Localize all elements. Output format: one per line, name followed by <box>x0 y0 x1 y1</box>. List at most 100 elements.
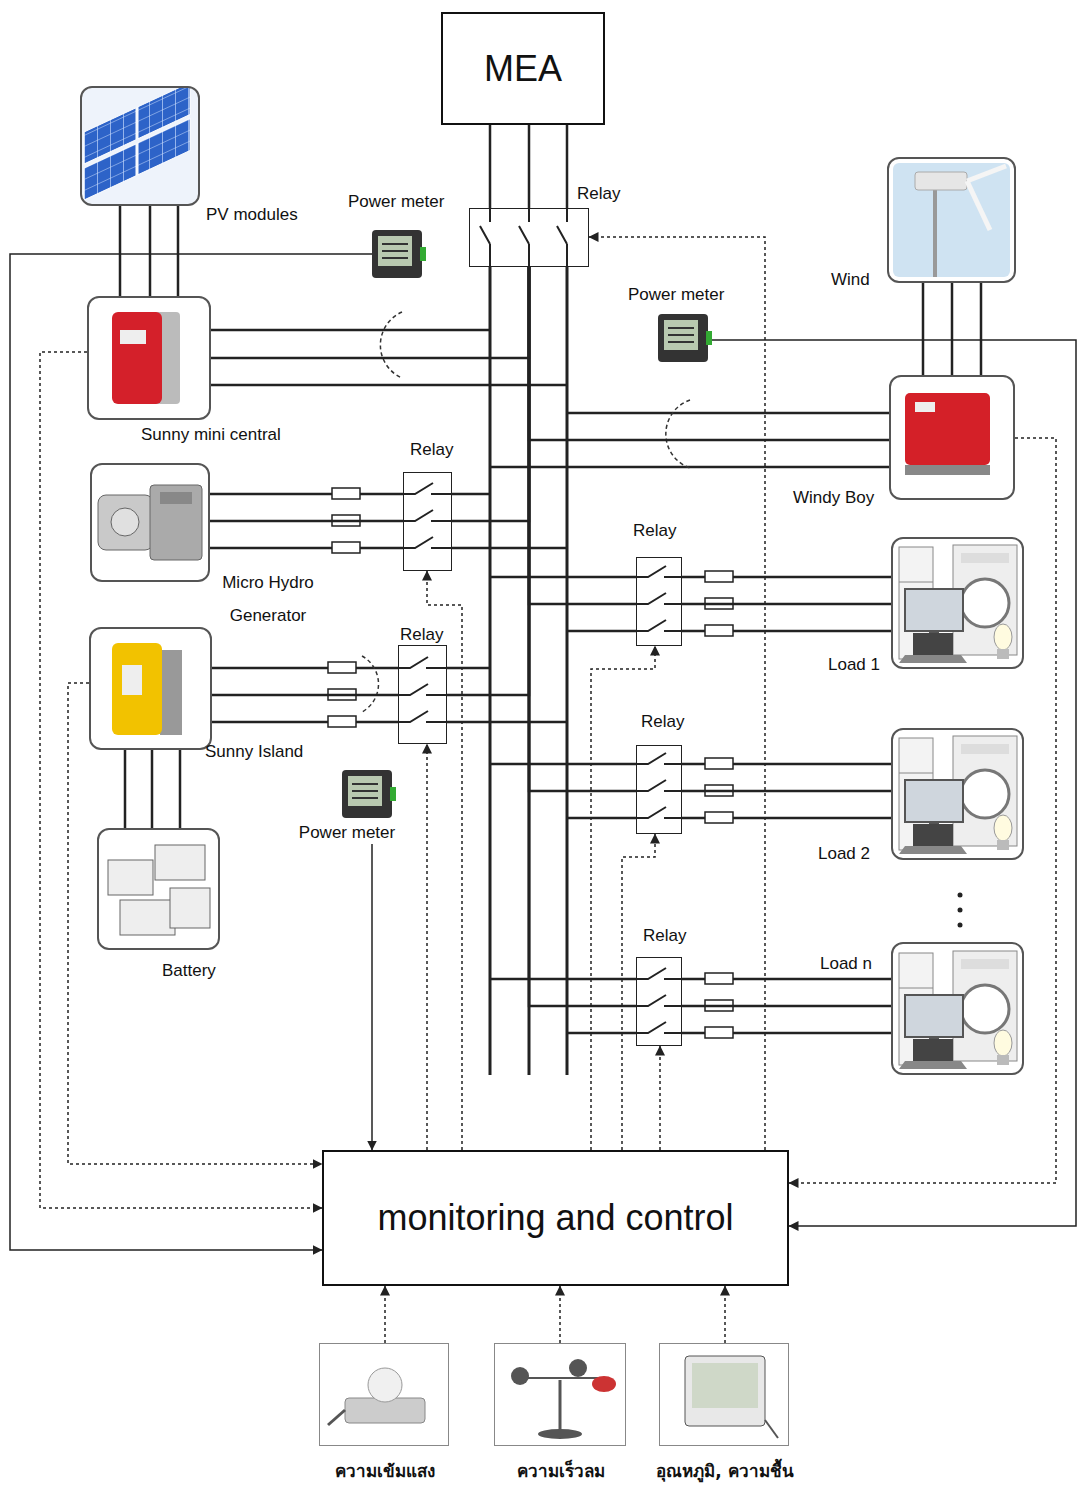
power-wire <box>212 694 398 697</box>
label-holder: Sunny Island <box>205 742 303 762</box>
node-label: Sunny mini central <box>141 425 281 444</box>
power-wire <box>149 206 152 296</box>
label-holder: Micro Hydro Generator <box>215 566 321 632</box>
power-meter: Power meter <box>372 230 426 278</box>
label-holder: PV modules <box>206 205 298 225</box>
power-wire <box>210 520 403 523</box>
label-holder: Relay <box>410 440 453 460</box>
load-picture <box>899 951 1017 1069</box>
label-holder: อุณหภูมิ, ความชื้น <box>630 1459 820 1483</box>
node-label: PV modules <box>206 205 298 224</box>
controller-box: monitoring and control <box>322 1150 789 1286</box>
hydro-picture <box>98 485 202 560</box>
node-label: Battery <box>162 961 216 980</box>
node-label: Power meter <box>299 823 395 842</box>
continuation-dots <box>958 893 963 928</box>
power-wire <box>529 267 636 604</box>
three-phase-wires <box>120 125 981 1075</box>
label-holder: Relay <box>633 521 676 541</box>
pv-picture <box>82 88 198 204</box>
pv-box: PV modules <box>80 86 200 206</box>
label-holder: Relay <box>643 926 686 946</box>
relay-box: Relay <box>469 208 589 267</box>
label-holder: Relay <box>641 712 684 732</box>
generator-box: Micro Hydro Generator <box>90 463 210 582</box>
label-holder: Load 1 <box>828 655 880 675</box>
node-label: อุณหภูมิ, ความชื้น <box>656 1461 793 1481</box>
node-label: Windy Boy <box>793 488 874 507</box>
control-line <box>789 438 1056 1183</box>
wind-box: Wind <box>887 157 1016 283</box>
meter-picture <box>372 230 426 278</box>
sensor-box: ความเร็วลม <box>494 1343 626 1446</box>
label-holder: Relay <box>577 184 620 204</box>
node-label: Relay <box>641 712 684 731</box>
inverter-box: Windy Boy <box>889 375 1015 500</box>
relay-switch-symbols <box>398 208 682 1033</box>
sensor-box: อุณหภูมิ, ความชื้น <box>659 1343 789 1446</box>
label-holder: Relay <box>400 625 443 645</box>
label-holder: Windy Boy <box>793 488 874 508</box>
node-label: monitoring and control <box>377 1197 733 1239</box>
node-label: ความเร็วลม <box>517 1461 605 1481</box>
signal-line <box>10 254 372 1250</box>
control-line <box>622 834 655 1150</box>
power-wire <box>447 267 529 695</box>
load-box: Load n <box>891 942 1024 1075</box>
inverter-picture <box>112 312 180 404</box>
label-holder: ความเข้มแสง <box>295 1459 475 1483</box>
sensor-box: ความเข้มแสง <box>319 1343 449 1446</box>
power-meter: Power meter <box>292 768 402 844</box>
power-wire <box>529 267 636 1006</box>
meter-picture <box>342 770 396 818</box>
power-wire <box>682 790 891 793</box>
load-box: Load 1 <box>891 537 1024 669</box>
label-holder: Power meter <box>628 285 724 305</box>
label-holder: Wind <box>831 270 870 290</box>
relay-box: Relay <box>636 957 682 1046</box>
load-picture <box>899 736 1017 854</box>
node-label: MEA <box>484 48 562 90</box>
power-wire <box>682 603 891 606</box>
label-holder: Power meter <box>292 823 402 843</box>
control-line <box>427 571 462 1150</box>
signal-line <box>712 340 1076 1226</box>
control-line <box>659 1046 661 1150</box>
label-holder: Load 2 <box>818 844 870 864</box>
power-wire <box>682 1005 891 1008</box>
control-line <box>559 1286 561 1343</box>
power-wire <box>151 750 154 828</box>
power-meter: Power meter <box>658 314 712 362</box>
node-label: ความเข้มแสง <box>335 1461 435 1481</box>
node-label: Load 1 <box>828 655 880 674</box>
power-wire <box>529 267 889 440</box>
node-label: Load n <box>820 954 872 973</box>
label-holder: ความเร็วลม <box>471 1459 651 1483</box>
label-holder: Load n <box>820 954 872 974</box>
node-label: Wind <box>831 270 870 289</box>
power-wire <box>452 267 529 521</box>
node-label: Relay <box>400 625 443 644</box>
node-label: Power meter <box>628 285 724 304</box>
current-transformer-arcs <box>362 312 690 712</box>
label-holder: Power meter <box>348 192 444 212</box>
windy-boy-picture <box>905 393 990 475</box>
power-wire <box>528 125 531 208</box>
node-label: Relay <box>577 184 620 203</box>
meter-picture <box>658 314 712 362</box>
node-label: Relay <box>410 440 453 459</box>
inverter-box: Sunny Island <box>89 627 212 750</box>
power-wire <box>951 283 954 375</box>
relay-box: Relay <box>636 745 682 834</box>
anemometer-picture <box>511 1359 616 1439</box>
grid-box: MEA <box>441 12 605 125</box>
relay-box: Relay <box>398 645 447 744</box>
relay-box: Relay <box>636 557 682 646</box>
sunny-island-picture <box>112 643 182 735</box>
power-wire <box>529 267 636 791</box>
control-line <box>589 237 765 1150</box>
node-label: Load 2 <box>818 844 870 863</box>
